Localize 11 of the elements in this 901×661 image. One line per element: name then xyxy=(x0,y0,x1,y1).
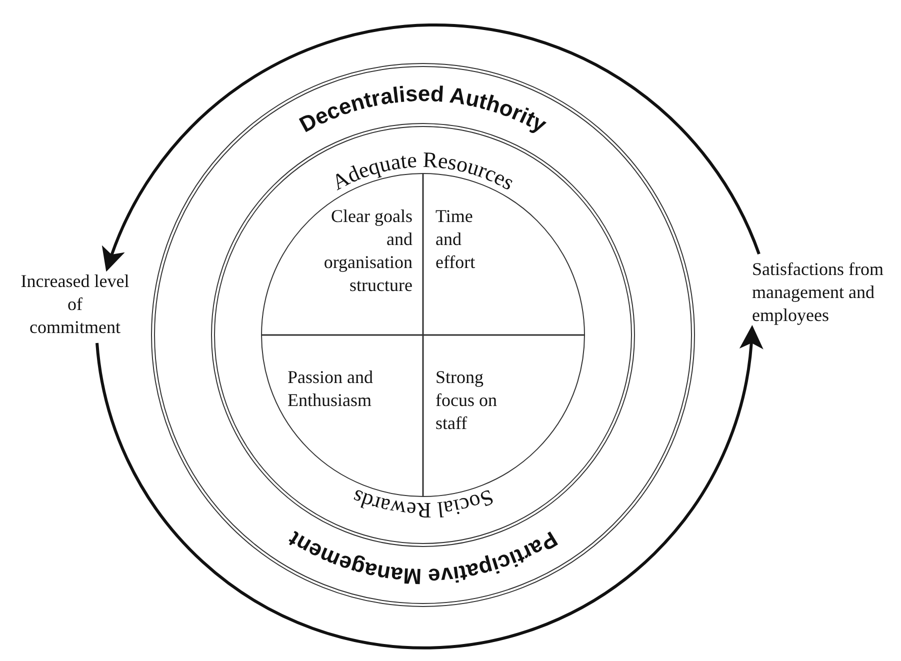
outer-ring xyxy=(151,63,695,607)
text-label: Clear goals and organisation structure xyxy=(312,204,412,296)
curved-label: Social Rewards xyxy=(348,484,498,524)
curved-arrow xyxy=(96,325,762,650)
text-label: Strong focus on staff xyxy=(436,366,516,434)
curved-arrow xyxy=(103,24,760,272)
text-label: Passion and Enthusiasm xyxy=(288,366,412,412)
curved-label: Adequate Resources xyxy=(328,146,519,195)
text-label: Increased level of commitment xyxy=(20,270,130,339)
text-label: Satisfactions from management and employees xyxy=(752,258,892,327)
text-label: Time and effort xyxy=(436,204,490,274)
